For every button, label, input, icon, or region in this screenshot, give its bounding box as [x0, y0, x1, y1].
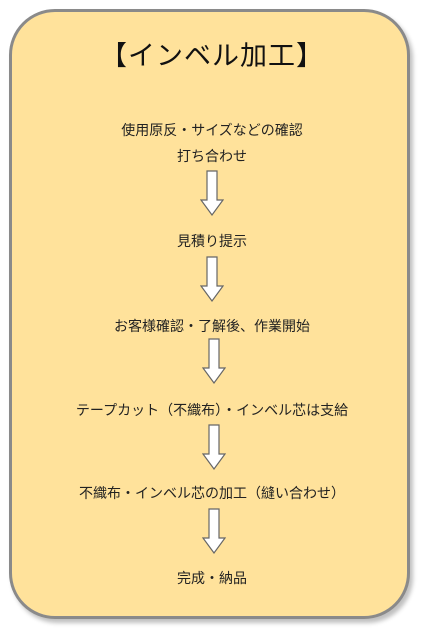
step-5: 不織布・インベル芯の加工（縫い合わせ）	[0, 481, 424, 507]
down-arrow-icon	[202, 508, 226, 554]
down-arrow-icon	[202, 338, 226, 384]
step-2-line-1: 見積り提示	[177, 234, 247, 250]
step-2: 見積り提示	[0, 229, 424, 255]
step-6-line-1: 完成・納品	[177, 571, 247, 587]
step-1-line-1: 使用原反・サイズなどの確認	[121, 123, 303, 139]
step-5-line-1: 不織布・インベル芯の加工（縫い合わせ）	[79, 486, 345, 502]
step-4: テープカット（不織布）・インベル芯は支給	[0, 398, 424, 424]
step-4-line-1: テープカット（不織布）・インベル芯は支給	[75, 403, 349, 419]
down-arrow-icon	[200, 256, 224, 302]
step-6: 完成・納品	[0, 566, 424, 592]
step-1: 使用原反・サイズなどの確認 打ち合わせ	[0, 118, 424, 170]
down-arrow-icon	[202, 424, 226, 470]
step-3: お客様確認・了解後、作業開始	[0, 314, 424, 340]
step-1-line-2: 打ち合わせ	[177, 149, 247, 165]
down-arrow-icon	[200, 170, 224, 216]
step-3-line-1: お客様確認・了解後、作業開始	[114, 319, 310, 335]
diagram-title: 【インベル加工】	[100, 41, 324, 72]
